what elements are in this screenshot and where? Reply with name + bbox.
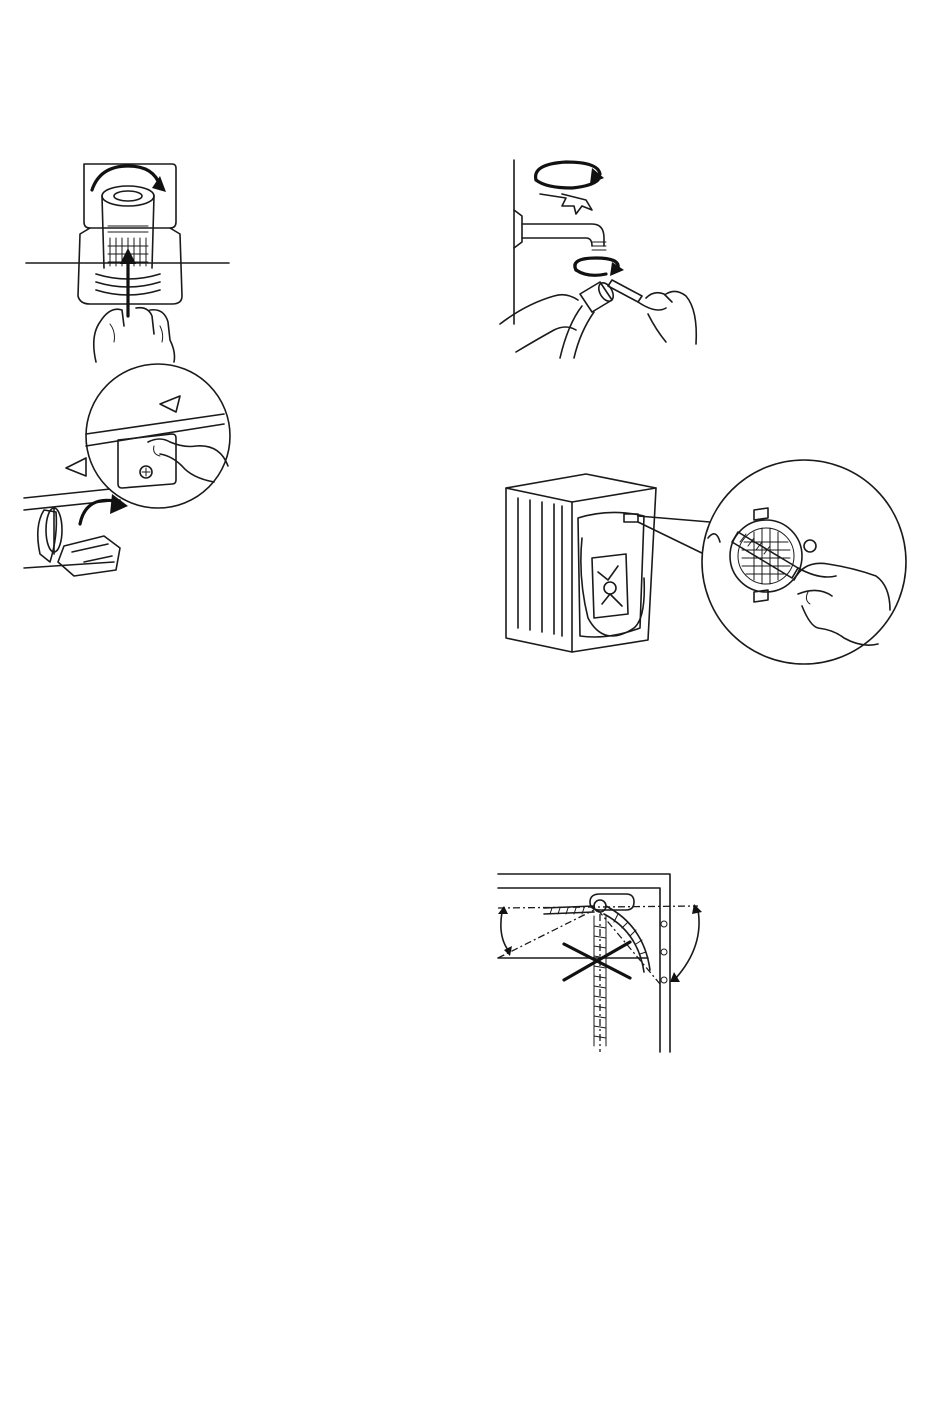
figure-tap-inlet-cleaning (496, 154, 706, 360)
figure-filter-pull (24, 156, 234, 364)
tap-inlet-illustration (496, 154, 706, 360)
figure-machine-inlet-cleaning (498, 468, 912, 680)
filter-flap-illustration (24, 376, 234, 576)
figure-drain-hose-routing (494, 866, 710, 1054)
filter-pull-illustration (24, 156, 234, 364)
drain-hose-illustration (494, 866, 710, 1054)
incorrect-x-icon (564, 942, 630, 980)
washing-machine-back (506, 474, 656, 652)
machine-inlet-illustration (498, 468, 912, 680)
figure-filter-flap (24, 376, 234, 576)
